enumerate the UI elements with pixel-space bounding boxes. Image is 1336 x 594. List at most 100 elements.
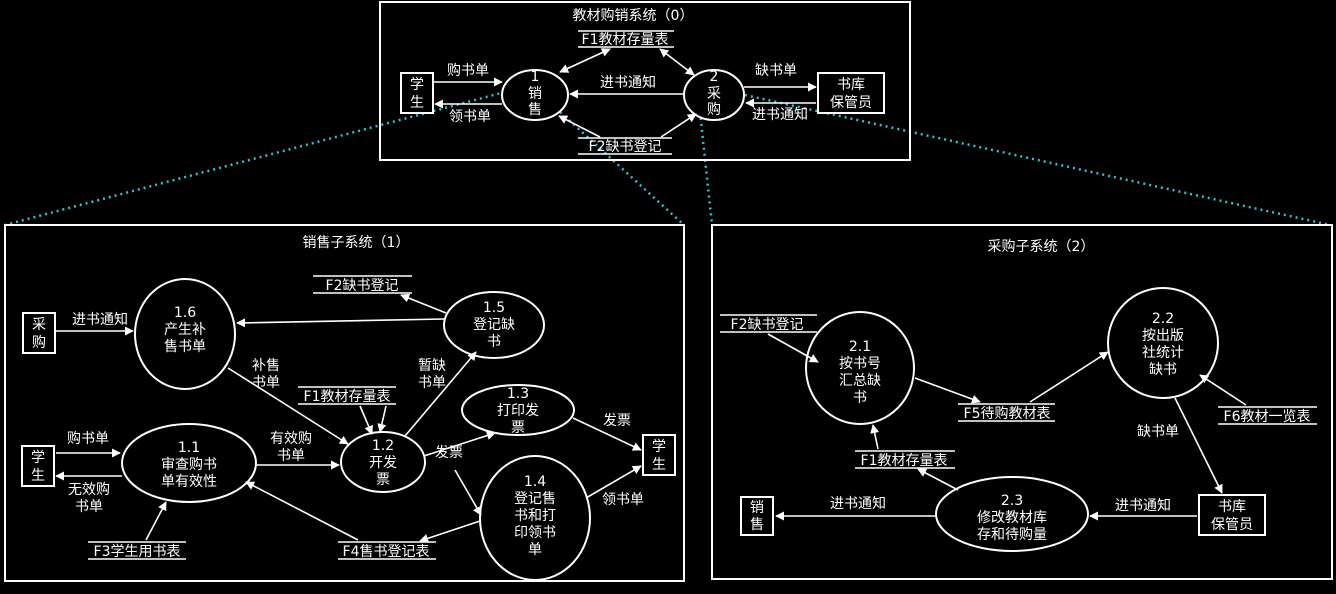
- top-process-2: [683, 69, 745, 121]
- purchase-keeper-box: [1198, 494, 1266, 536]
- sales-frame: [4, 224, 685, 582]
- purchase-title: 采购子系统（2）: [988, 239, 1095, 255]
- sales-process-1-1: [121, 423, 257, 503]
- sales-flow-valid-2: 书单: [277, 448, 305, 464]
- sales-purchase-label-2: 购: [32, 335, 46, 351]
- sales-title: 销售子系统（1）: [303, 235, 410, 251]
- p12-number: 1.2: [372, 438, 394, 454]
- p22-number: 2.2: [1152, 311, 1174, 327]
- p16-line-2: 售书单: [164, 339, 206, 355]
- top-keeper-label-1: 书库: [837, 77, 865, 93]
- p23-line-1: 修改教材库: [977, 510, 1047, 526]
- purchase-store-f2: F2缺书登记: [731, 317, 804, 333]
- purchase-flow-arrival-right: 进书通知: [1115, 497, 1171, 514]
- purchase-process-2-3: [935, 476, 1089, 552]
- p14-line-3: 印领书: [514, 525, 556, 541]
- sales-student-right-label-1: 学: [652, 439, 666, 455]
- top-flow-arrival-notice: 进书通知: [600, 74, 656, 91]
- sales-flow-invoice-mid: 发票: [435, 445, 463, 461]
- p14-line-2: 书和打: [514, 507, 556, 524]
- top-keeper-label-2: 保管员: [830, 95, 872, 111]
- purchase-subsystem: 采购子系统（2） 2.1 按书号 汇总缺 书 2.2 按出版 社统计 缺书 2.…: [711, 224, 1333, 580]
- p21-number: 2.1: [849, 339, 871, 355]
- top-process-1: [501, 69, 569, 121]
- top-flow-buy-order: 购书单: [447, 63, 489, 79]
- sales-purchase-label-1: 采: [32, 317, 46, 333]
- p13-line-1: 打印发: [497, 402, 539, 419]
- sales-store-f3: F3学生用书表: [94, 544, 181, 560]
- top-frame: [379, 1, 911, 161]
- p15-number: 1.5: [483, 300, 505, 316]
- purchase-process-2-2: [1107, 287, 1219, 399]
- sales-purchase-box: [22, 312, 56, 354]
- p14-number: 1.4: [524, 474, 546, 490]
- p22-line-2: 社统计: [1142, 345, 1184, 361]
- sales-student-right-box: [642, 434, 676, 476]
- sales-flow-invoice-right: 发票: [603, 413, 631, 429]
- p14-line-1: 登记售: [514, 491, 556, 507]
- purchase-flow-shortage: 缺书单: [1137, 424, 1179, 440]
- sales-process-1-3: [461, 384, 575, 436]
- p21-line-2: 汇总缺: [839, 373, 881, 389]
- top-p1-line-2: 售: [528, 102, 542, 118]
- sales-process-1-5: [443, 291, 545, 359]
- sales-flow-invalid-2: 书单: [75, 499, 103, 515]
- purchase-store-f5: F5待购教材表: [964, 406, 1051, 422]
- purchase-store-f6: F6教材一览表: [1224, 409, 1311, 425]
- sales-store-f2: F2缺书登记: [326, 278, 399, 294]
- p12-line-2: 票: [376, 472, 390, 488]
- p23-number: 2.3: [1001, 493, 1023, 509]
- p22-line-1: 按出版: [1142, 328, 1184, 344]
- sales-flow-buy-order: 购书单: [67, 431, 109, 447]
- purchase-keeper-label-1: 书库: [1218, 499, 1246, 515]
- sales-store-f1: F1教材存量表: [304, 389, 391, 405]
- top-title: 教材购销系统（0）: [573, 8, 694, 24]
- top-keeper-box: [817, 72, 885, 114]
- p23-line-2: 存和待购量: [977, 527, 1047, 543]
- top-context-diagram: 教材购销系统（0） 学 生 1 销 售 2 采 购 书库 保管员 F1教材存量表…: [379, 1, 911, 161]
- top-flow-shortage: 缺书单: [755, 63, 797, 79]
- p12-line-1: 开发: [369, 455, 397, 471]
- sales-flow-temp-shortage-1: 暂缺: [418, 358, 446, 374]
- p15-line-2: 书: [487, 334, 501, 350]
- top-student-box: [400, 72, 434, 114]
- sales-flow-resell-2: 书单: [252, 375, 280, 391]
- p16-number: 1.6: [174, 305, 196, 321]
- purchase-frame: [711, 224, 1333, 580]
- sales-flow-resell-1: 补售: [252, 358, 280, 374]
- top-p2-line-1: 采: [707, 86, 721, 102]
- sales-student-left-box: [21, 445, 55, 487]
- top-student-label-2: 生: [410, 95, 424, 111]
- p21-line-1: 按书号: [839, 356, 881, 372]
- purchase-sales-label-2: 售: [750, 517, 764, 533]
- purchase-sales-label-1: 销: [750, 500, 764, 516]
- sales-student-left-label-1: 学: [31, 450, 45, 466]
- purchase-keeper-label-2: 保管员: [1211, 517, 1253, 533]
- sales-flow-temp-shortage-2: 书单: [418, 375, 446, 391]
- sales-flow-invalid-1: 无效购: [68, 482, 110, 498]
- p22-line-3: 缺书: [1149, 362, 1177, 378]
- p11-line-2: 单有效性: [161, 474, 217, 490]
- sales-store-f4: F4售书登记表: [343, 544, 430, 560]
- top-store-f1: F1教材存量表: [582, 32, 669, 48]
- top-p1-line-1: 销: [528, 86, 542, 102]
- purchase-process-2-1: [805, 311, 915, 425]
- purchase-flow-arrival-left: 进书通知: [830, 495, 886, 512]
- purchase-sales-box: [740, 496, 774, 536]
- p15-line-1: 登记缺: [473, 317, 515, 333]
- p21-line-3: 书: [853, 390, 867, 406]
- p13-number: 1.3: [507, 386, 529, 402]
- p16-line-1: 产生补: [164, 322, 206, 338]
- top-store-f2: F2缺书登记: [589, 139, 662, 155]
- zoom-links: [4, 90, 1331, 227]
- sales-flow-pickup-order: 领书单: [602, 492, 644, 508]
- top-flow-pickup-order: 领书单: [449, 109, 491, 125]
- sales-process-1-6: [134, 278, 236, 390]
- sales-process-1-4: [479, 455, 591, 581]
- sales-student-right-label-2: 生: [652, 457, 666, 473]
- top-p2-line-2: 购: [707, 102, 721, 118]
- top-student-label-1: 学: [410, 77, 424, 93]
- sales-flow-arrival-notice: 进书通知: [72, 311, 128, 328]
- top-p1-number: 1: [531, 69, 540, 85]
